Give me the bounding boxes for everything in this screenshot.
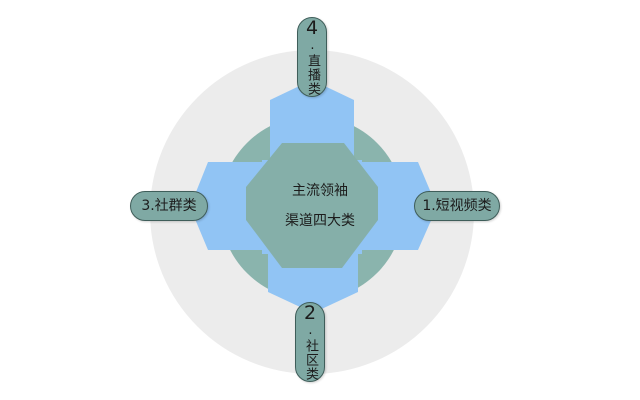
center-title-line1: 主流领袖 xyxy=(292,183,348,199)
center-octagon xyxy=(246,143,378,268)
cross-arm-left xyxy=(190,162,262,250)
center-title-line2: 渠道四大类 xyxy=(285,213,355,229)
category-left-group: 3.社群类 xyxy=(130,191,208,221)
category-bottom-number: 2 xyxy=(303,301,317,324)
category-bottom-text: .社区类 xyxy=(303,322,318,381)
category-right-short-video: 1.短视频类 xyxy=(414,191,500,221)
category-top-text: .直播类 xyxy=(305,37,320,96)
category-bottom-community: 2 .社区类 xyxy=(295,302,325,382)
cross-arm-right xyxy=(362,162,437,250)
category-top-live: 4 .直播类 xyxy=(297,17,327,97)
category-top-number: 4 xyxy=(305,16,319,39)
